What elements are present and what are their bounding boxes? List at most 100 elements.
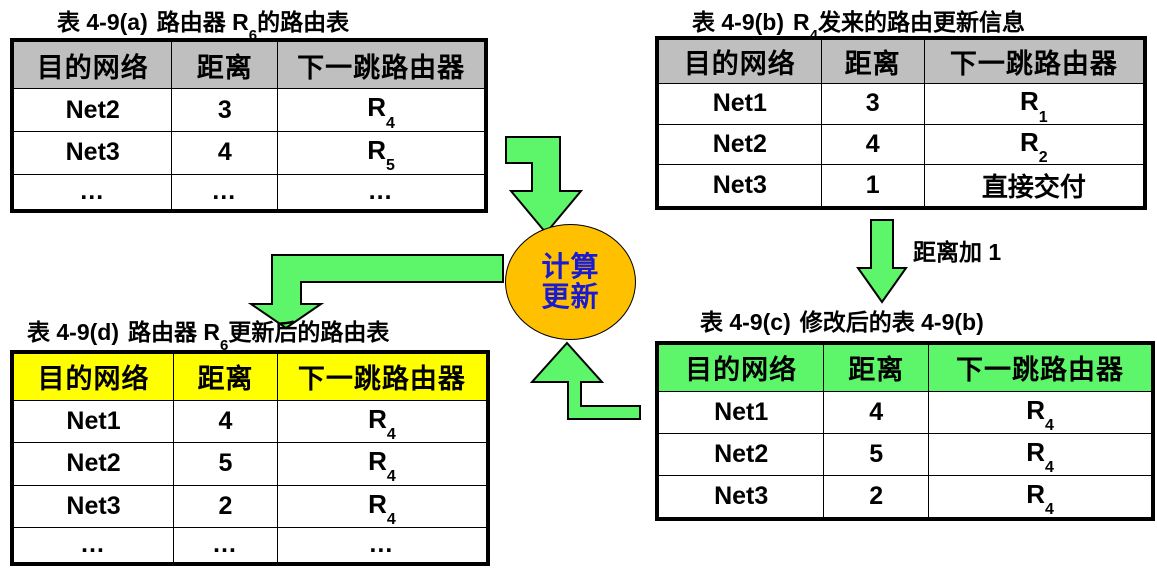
caption-b-body-post: 发来的路由更新信息 <box>817 9 1025 35</box>
table-b-r2-nexthop: 直接交付 <box>923 163 1143 206</box>
table-c-r2-nexthop-text: R <box>1026 478 1045 509</box>
process-node-line2: 更新 <box>541 281 600 312</box>
table-d-col-distance: 距离 <box>173 354 278 401</box>
table-a-r2-destination: … <box>14 173 173 209</box>
caption-d-body-pre: 路由器 R <box>128 319 220 345</box>
caption-a-body-pre: 路由器 R <box>156 9 249 35</box>
table-d-r1-destination: Net2 <box>14 442 175 486</box>
table-c-r2-nexthop: R4 <box>928 474 1151 519</box>
table-a-r0-distance: 3 <box>171 88 279 132</box>
table-d-r0-nexthop-text: R <box>368 403 387 434</box>
routing-table-b: 目的网络 距离 下一跳路由器 Net1 3 R1 Net2 4 R2 Net3 … <box>655 36 1147 210</box>
caption-b-prefix: 表 4-9(b) <box>692 9 784 35</box>
table-a-r2-nexthop: … <box>277 173 484 209</box>
table-c-r2-nexthop-sub: 4 <box>1044 501 1054 519</box>
table-d-r2-distance: 2 <box>173 484 278 528</box>
routing-table-a: 目的网络 距离 下一跳路由器 Net2 3 R4 Net3 4 R5 … … … <box>10 38 488 213</box>
table-a-r1-nexthop-text: R <box>367 135 387 166</box>
table-a-r1-distance: 4 <box>171 130 279 175</box>
table-a-r0-nexthop-text: R <box>367 92 387 123</box>
arrow-table-c-to-process <box>527 340 643 422</box>
table-b-r0-distance: 3 <box>820 83 925 125</box>
table-c-col-nexthop: 下一跳路由器 <box>928 345 1151 392</box>
table-c-col-destination: 目的网络 <box>659 345 825 392</box>
table-d-header-row: 目的网络 距离 下一跳路由器 <box>14 354 486 401</box>
caption-table-d: 表 4-9(d) 路由器 R6更新后的路由表 <box>27 313 390 354</box>
table-row: Net2 5 R4 <box>14 442 486 486</box>
table-row: Net1 4 R4 <box>659 390 1151 434</box>
table-a-r2-distance: … <box>171 173 279 209</box>
caption-a-prefix: 表 4-9(a) <box>57 9 148 35</box>
label-distance-plus-one: 距离加 1 <box>913 239 1002 265</box>
table-d-r3-nexthop: … <box>276 526 486 562</box>
table-row: Net2 3 R4 <box>14 88 484 132</box>
table-c-r1-destination: Net2 <box>659 432 825 476</box>
table-a-r0-nexthop: R4 <box>277 88 484 132</box>
table-row: Net3 2 R4 <box>14 484 486 528</box>
table-a-r1-nexthop-sub: 5 <box>386 157 395 175</box>
table-d-r1-nexthop-sub: 4 <box>386 468 396 486</box>
table-b-col-destination: 目的网络 <box>659 40 822 85</box>
table-c-r1-nexthop: R4 <box>928 432 1151 476</box>
table-row: Net2 5 R4 <box>659 432 1151 476</box>
table-c-r0-nexthop-sub: 4 <box>1044 416 1054 434</box>
table-c-r1-nexthop-sub: 4 <box>1044 458 1054 476</box>
table-b-r0-destination: Net1 <box>659 83 822 125</box>
table-c-r2-distance: 2 <box>823 474 930 517</box>
table-b-r2-destination: Net3 <box>659 163 822 206</box>
table-row: Net1 4 R4 <box>14 399 486 444</box>
caption-d-prefix: 表 4-9(d) <box>27 319 119 345</box>
caption-c-body-pre: 修改后的表 4-9(b) <box>799 309 984 335</box>
table-c-r1-distance: 5 <box>823 432 930 476</box>
table-d-r3-destination: … <box>14 526 175 562</box>
table-b-r1-nexthop: R2 <box>923 123 1143 166</box>
table-b-r0-nexthop: R1 <box>923 83 1143 126</box>
routing-table-d: 目的网络 距离 下一跳路由器 Net1 4 R4 Net2 5 R4 Net3 … <box>10 350 490 566</box>
table-d-r0-distance: 4 <box>173 399 278 444</box>
table-row: Net3 4 R5 <box>14 130 484 175</box>
caption-table-b: 表 4-9(b)R4发来的路由更新信息 <box>692 3 1025 44</box>
table-d-col-destination: 目的网络 <box>14 354 175 401</box>
table-c-r0-destination: Net1 <box>659 390 825 434</box>
table-b-r0-nexthop-text: R <box>1020 86 1039 117</box>
table-a-col-destination: 目的网络 <box>14 42 173 90</box>
caption-a-body-post: 的路由表 <box>257 9 350 35</box>
caption-d-body-post: 更新后的路由表 <box>228 319 390 345</box>
table-d-r0-nexthop-sub: 4 <box>386 426 396 444</box>
table-d-r2-nexthop-sub: 4 <box>386 510 396 528</box>
table-b-col-distance: 距离 <box>820 40 925 85</box>
table-c-r0-distance: 4 <box>823 390 930 434</box>
table-row: … … … <box>14 526 486 562</box>
table-a-r1-nexthop: R5 <box>277 130 484 175</box>
caption-c-prefix: 表 4-9(c) <box>700 309 791 335</box>
table-c-header-row: 目的网络 距离 下一跳路由器 <box>659 345 1151 392</box>
caption-d-body-sub: 6 <box>220 336 229 354</box>
table-b-r1-nexthop-text: R <box>1020 126 1039 157</box>
table-a-header-row: 目的网络 距离 下一跳路由器 <box>14 42 484 90</box>
table-c-r0-nexthop: R4 <box>928 390 1151 434</box>
caption-b-body-pre: R <box>793 9 810 35</box>
table-b-r2-distance: 1 <box>820 163 925 206</box>
table-d-r2-nexthop-text: R <box>368 488 387 519</box>
table-c-r1-nexthop-text: R <box>1026 436 1045 467</box>
table-d-r1-distance: 5 <box>173 442 278 486</box>
caption-table-c: 表 4-9(c) 修改后的表 4-9(b) <box>700 303 984 337</box>
table-d-r0-nexthop: R4 <box>276 399 486 444</box>
table-b-r1-nexthop-sub: 2 <box>1038 148 1048 166</box>
table-b-r0-nexthop-sub: 1 <box>1038 108 1048 126</box>
table-b-col-nexthop: 下一跳路由器 <box>923 40 1143 85</box>
process-node-compute-update: 计算 更新 <box>505 224 636 340</box>
arrow-process-to-table-d <box>248 252 506 330</box>
table-c-col-distance: 距离 <box>823 345 930 392</box>
table-row: Net3 1 直接交付 <box>659 163 1143 206</box>
table-c-r2-destination: Net3 <box>659 474 825 517</box>
table-a-r0-nexthop-sub: 4 <box>386 114 395 132</box>
table-row: Net1 3 R1 <box>659 83 1143 126</box>
arrow-table-a-to-process <box>503 134 593 236</box>
table-b-header-row: 目的网络 距离 下一跳路由器 <box>659 40 1143 85</box>
table-d-r3-distance: … <box>173 526 278 562</box>
table-b-r1-destination: Net2 <box>659 123 822 165</box>
arrow-table-b-to-table-c <box>855 218 909 304</box>
table-a-r1-destination: Net3 <box>14 130 173 175</box>
